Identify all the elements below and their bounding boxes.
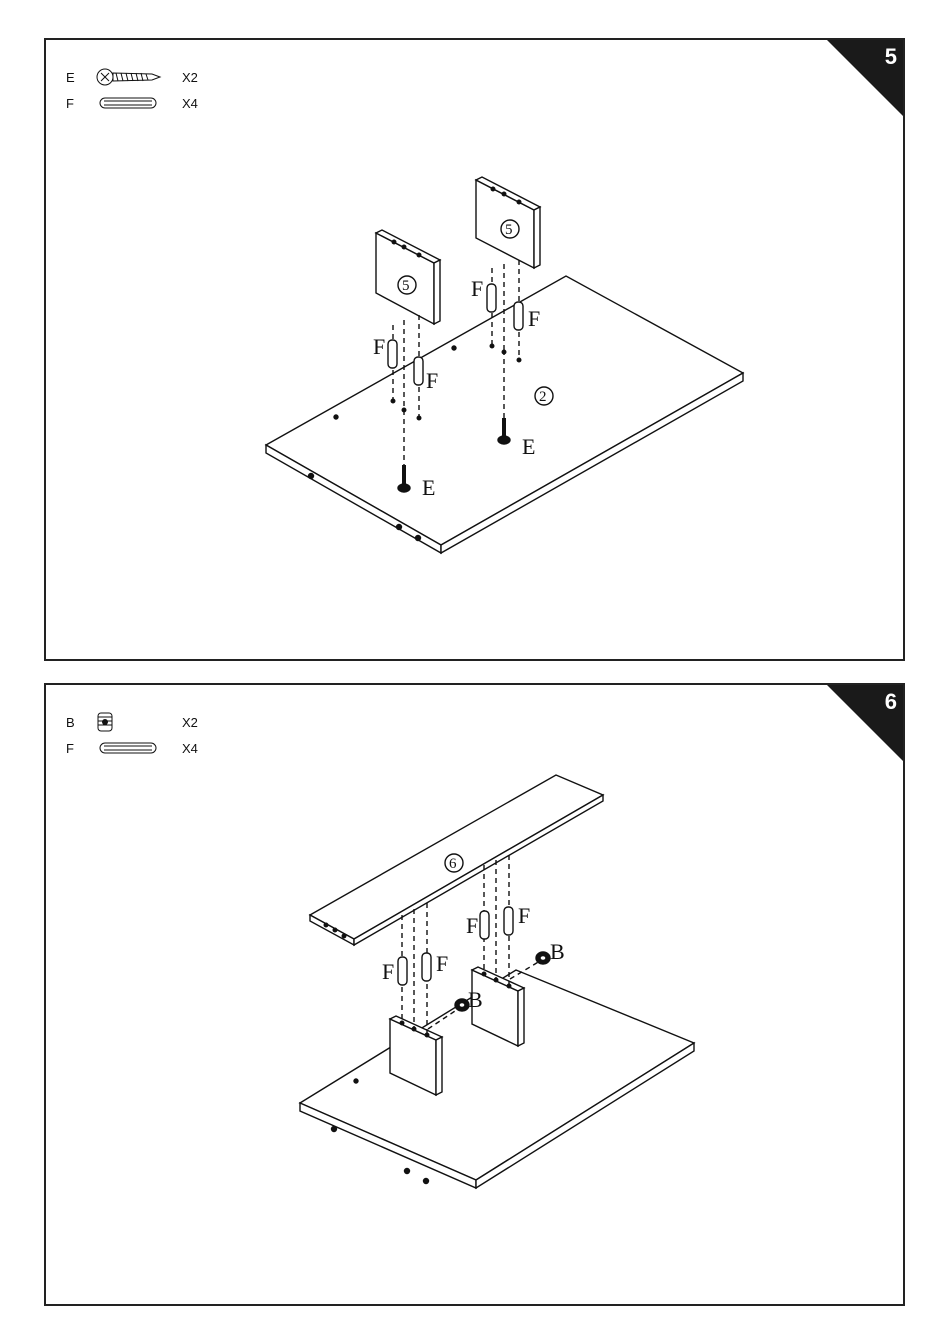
dowel-label: F (373, 334, 385, 359)
dowel-label: F (471, 276, 483, 301)
cam-label: B (468, 987, 483, 1012)
dowel-f (504, 907, 513, 935)
panel-callout: 5 (402, 278, 410, 294)
screw-label: E (522, 434, 535, 459)
cam-lock-b (536, 952, 550, 964)
dowel-label: F (382, 959, 394, 984)
shelf-callout: 6 (449, 856, 457, 872)
base-board (266, 276, 743, 545)
dowel-f (388, 340, 397, 368)
dowel-label: F (436, 951, 448, 976)
dowel-f (480, 911, 489, 939)
dowel-label: F (426, 368, 438, 393)
step-5-drawing: 5 5 2 F F F F E E (46, 40, 905, 661)
dowel-f (487, 284, 496, 312)
cam-label: B (550, 939, 565, 964)
dowel-f (414, 357, 423, 385)
panel-callout: 5 (505, 222, 513, 238)
dowel-f (514, 302, 523, 330)
cam-lock-b (455, 999, 469, 1011)
screw-label: E (422, 475, 435, 500)
board-callout: 2 (539, 389, 547, 405)
step-6-panel: 6 B X2 F X4 (44, 683, 905, 1306)
step-5-panel: 5 E X2 F X4 (44, 38, 905, 661)
dowel-label: F (528, 306, 540, 331)
dowel-label: F (518, 903, 530, 928)
dowel-f (398, 957, 407, 985)
dowel-label: F (466, 913, 478, 938)
dowel-f (422, 953, 431, 981)
step-6-drawing: 6 F F F F B B (46, 685, 905, 1306)
